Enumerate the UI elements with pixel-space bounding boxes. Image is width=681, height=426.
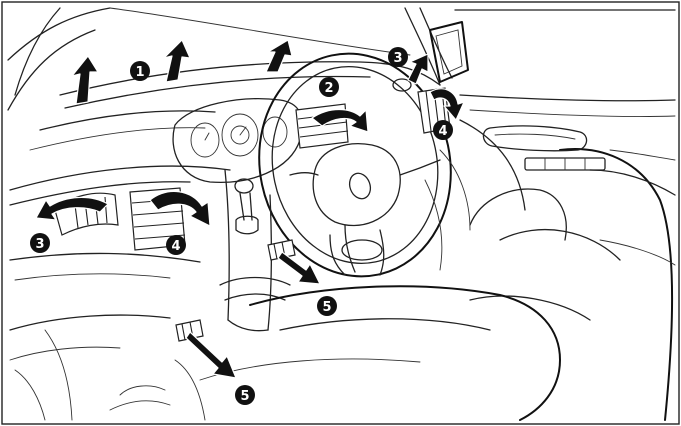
callout-3-left-number: 3 [35, 237, 44, 252]
callout-3-left: 3 [30, 233, 50, 253]
callout-5-lower: 5 [235, 385, 255, 405]
callout-4-left-number: 4 [171, 239, 180, 254]
callout-4-left: 4 [166, 235, 186, 255]
callout-2-number: 2 [324, 81, 333, 96]
door-panel-right [425, 120, 675, 270]
callout-4-right: 4 [433, 120, 453, 140]
callout-3-right-number: 3 [393, 51, 402, 66]
callout-5-lower-number: 5 [240, 389, 249, 404]
callout-4-right-number: 4 [438, 124, 447, 139]
callout-3-right: 3 [388, 47, 408, 67]
airflow-arrow-floor-lower [186, 332, 236, 378]
callout-5-center-number: 5 [322, 300, 331, 315]
airflow-arrow-windscreen-mid [164, 40, 190, 82]
callout-2: 2 [319, 77, 339, 97]
dashboard [10, 111, 230, 420]
callout-1-number: 1 [135, 65, 144, 80]
airflow-arrow-floor-center [278, 252, 320, 284]
callout-1: 1 [130, 61, 150, 81]
cabin-outline [8, 8, 675, 117]
airflow-arrow-windscreen-right [266, 40, 292, 72]
airflow-arrow-windscreen-left [72, 56, 98, 104]
callout-5-center: 5 [317, 296, 337, 316]
